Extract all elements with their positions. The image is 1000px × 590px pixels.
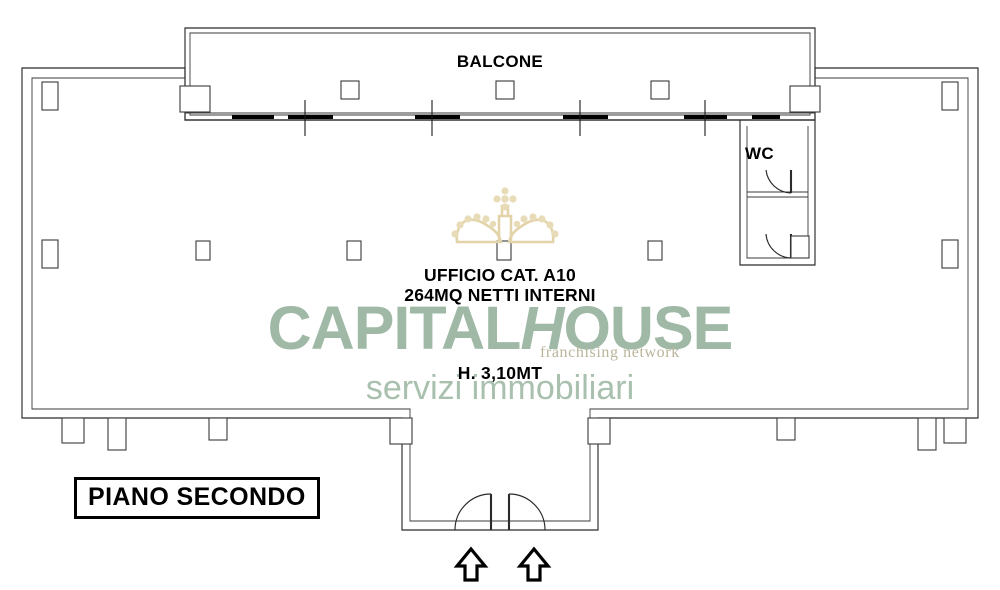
balcony-columns [340, 80, 670, 100]
bottom-wall-pilasters [61, 417, 967, 451]
wc-label: WC [745, 144, 774, 163]
room-area-label: 264MQ NETTI INTERNI [404, 285, 596, 305]
entrance-door-right [507, 493, 546, 531]
entrance-arrow-left [453, 546, 489, 582]
floor-badge: PIANO SECONDO [74, 477, 320, 519]
wc-room [739, 120, 816, 266]
interior-columns [195, 240, 663, 261]
room-info-block: UFFICIO CAT. A10 264MQ NETTI INTERNI [0, 265, 1000, 305]
left-wall-pillars [41, 81, 59, 269]
balcony-label: BALCONE [456, 52, 544, 71]
wall-joint-pillars [179, 85, 821, 113]
entrance-door-left [454, 493, 493, 531]
balcony-windows [232, 100, 780, 136]
ceiling-height-label: H. 3,10MT [457, 363, 543, 383]
wc-door-lower [765, 233, 810, 259]
room-category-label: UFFICIO CAT. A10 [424, 265, 576, 285]
floor-badge-label: PIANO SECONDO [88, 483, 306, 511]
entrance-arrow-right [516, 546, 552, 582]
right-wall-pillars [941, 81, 959, 269]
wc-door-upper [765, 169, 793, 194]
balcony-outline [184, 27, 816, 121]
